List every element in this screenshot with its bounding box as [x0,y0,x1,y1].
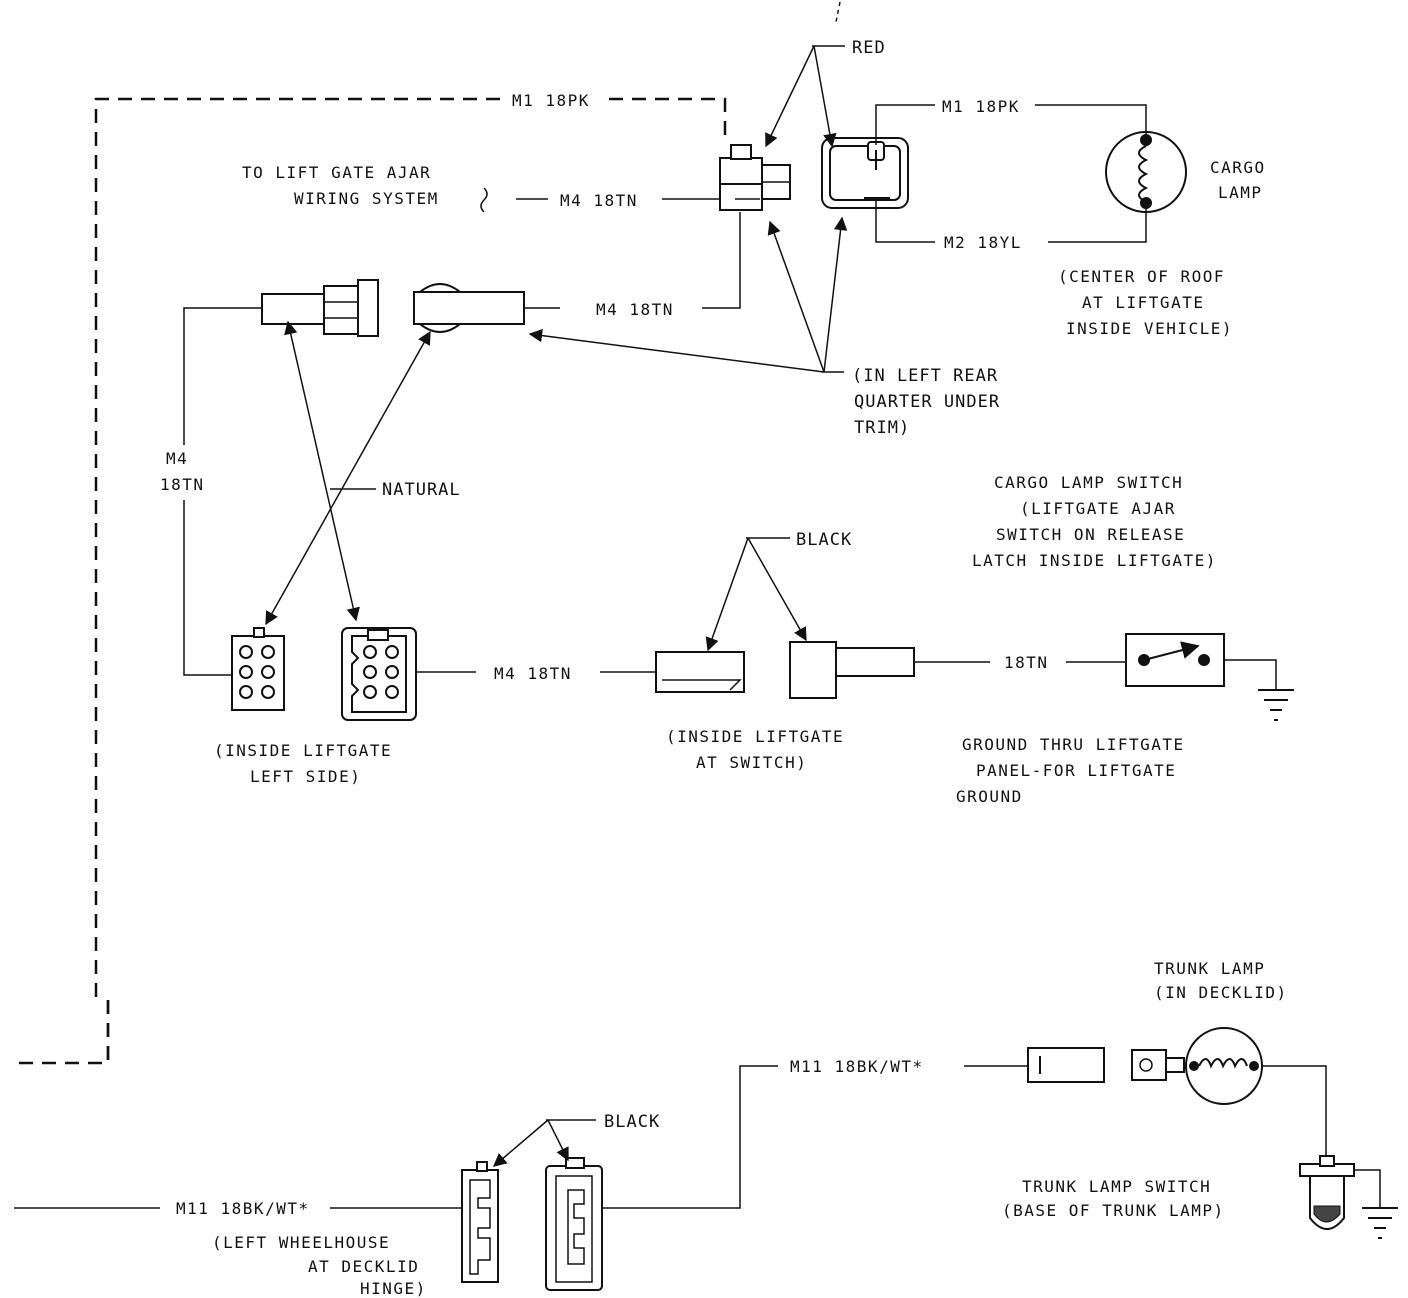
wire-label-m4-left-2: 18TN [160,475,205,494]
center-roof-label-1: (CENTER OF ROOF [1058,267,1225,286]
ground-icon [1362,1207,1398,1239]
ground-label-1: GROUND THRU LIFTGATE [962,735,1185,754]
wire-m4-left-loop [183,307,262,676]
wire-switch-ground [1224,659,1277,690]
wire-label-m11-left: M11 18BK/WT* [176,1199,310,1218]
black-label-switch: BLACK [796,530,852,550]
cargo-switch-label-1: CARGO LAMP SWITCH [994,473,1183,492]
black-wh-arrow-1 [492,1119,549,1167]
trunk-lamp-switch-icon [1299,1155,1355,1230]
wheelhouse-label-2: AT DECKLID [308,1257,419,1276]
red-connector-left [719,144,791,211]
left-rear-arrow-2 [823,216,848,373]
inside-left-label-2: LEFT SIDE) [250,767,361,786]
liftgate-connector-left [231,627,285,711]
cargo-lamp-icon [1105,131,1187,213]
natural-label: NATURAL [382,480,461,500]
black-label-wheelhouse: BLACK [604,1112,660,1132]
black-arrow-1 [705,537,749,652]
liftgate-connector-right [341,627,417,721]
wheelhouse-connector-right [545,1157,603,1291]
center-roof-label-3: INSIDE VEHICLE) [1066,319,1233,338]
red-arrow-left [765,45,815,148]
ground-label-3: GROUND [956,787,1023,806]
red-label: RED [852,38,886,58]
wire-m4-drop [702,212,741,309]
natural-connector-left [261,279,379,337]
wire-label-m11-top: M11 18BK/WT* [790,1057,924,1076]
switch-connector-right [789,641,915,699]
inside-switch-label-2: AT SWITCH) [696,753,807,772]
left-rear-label-2: QUARTER UNDER [854,392,1000,412]
red-arrow-right [813,45,837,148]
switch-connector-left [655,651,745,693]
natural-arrow-2 [265,330,431,626]
wheelhouse-connector-left [461,1161,499,1283]
cargo-lamp-label-2: LAMP [1218,183,1263,202]
dashed-stub [835,1,841,23]
wheelhouse-label-3: HINGE) [360,1279,427,1298]
inside-switch-label-1: (INSIDE LIFTGATE [666,727,844,746]
natural-connector-right [413,283,525,333]
trunk-switch-label-1: TRUNK LAMP SWITCH [1022,1177,1211,1196]
trunk-lamp-label-2: (IN DECKLID) [1154,983,1288,1002]
cargo-lamp-switch-icon [1125,633,1225,687]
wire-trunk-ground [1354,1169,1381,1208]
wire-break-symbol [480,187,488,213]
wire-label-18tn: 18TN [1004,653,1049,672]
wire-m2-cargo [875,198,1147,243]
trunk-switch-label-2: (BASE OF TRUNK LAMP) [1002,1201,1225,1220]
dashed-harness-route [10,97,727,1065]
left-rear-arrow-1 [767,220,825,373]
wire-label-m2-cargo: M2 18YL [944,233,1022,252]
cargo-switch-label-4: LATCH INSIDE LIFTGATE) [972,551,1217,570]
natural-arrow-1 [284,320,360,622]
inside-left-label-1: (INSIDE LIFTGATE [214,741,392,760]
cargo-lamp-label-1: CARGO [1210,158,1266,177]
lift-gate-ajar-label-2: WIRING SYSTEM [294,189,439,208]
trunk-lamp-connector [1027,1047,1185,1083]
wire-m11-up [602,1065,778,1209]
cargo-switch-label-2: (LIFTGATE AJAR [1020,499,1176,518]
wire-label-m4-left-1: M4 [166,449,188,468]
wire-label-m1-cargo: M1 18PK [942,97,1020,116]
wire-label-m1-top: M1 18PK [512,91,590,110]
black-arrow-2 [747,537,807,642]
wire-m1-cargo [875,104,1147,145]
trunk-lamp-label-1: TRUNK LAMP [1154,959,1265,978]
wire-label-m4-ajar: M4 18TN [560,191,638,210]
wheelhouse-label-1: (LEFT WHEELHOUSE [212,1233,390,1252]
red-connector-right [821,137,909,209]
ground-label-2: PANEL-FOR LIFTGATE [976,761,1176,780]
left-rear-arrow-3 [528,328,825,373]
wire-label-m4-bottom: M4 18TN [494,664,572,683]
cargo-switch-label-3: SWITCH ON RELEASE [996,525,1185,544]
trunk-lamp-icon [1185,1027,1263,1105]
left-rear-label-1: (IN LEFT REAR [852,366,998,386]
wire-label-m4-mid: M4 18TN [596,300,674,319]
center-roof-label-2: AT LIFTGATE [1082,293,1204,312]
wire-trunk-switch [1262,1065,1327,1160]
lift-gate-ajar-label-1: TO LIFT GATE AJAR [242,163,431,182]
left-rear-label-3: TRIM) [854,418,910,438]
black-wh-arrow-2 [547,1119,569,1162]
ground-icon [1258,689,1294,721]
